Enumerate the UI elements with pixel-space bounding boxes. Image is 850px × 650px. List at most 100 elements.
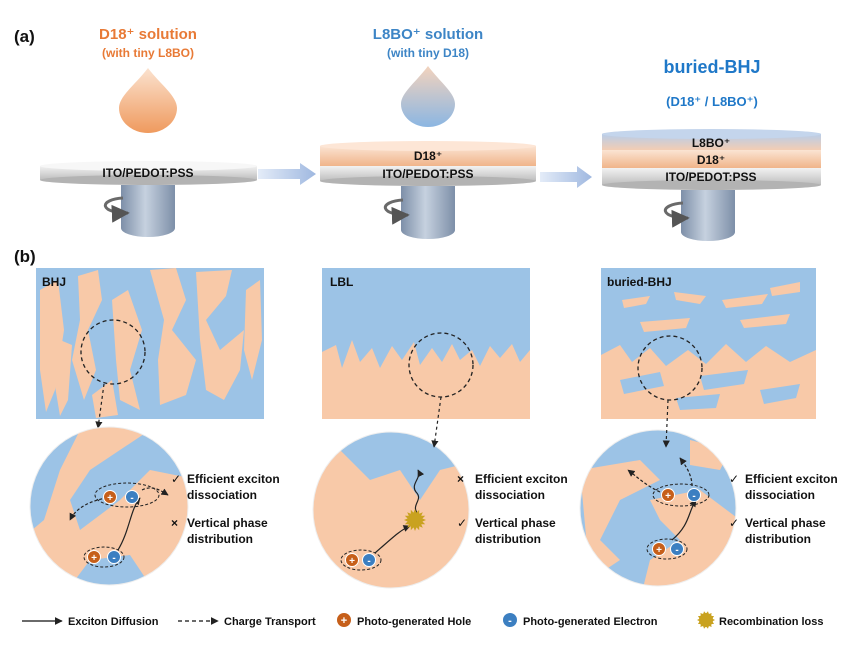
legend-charge: Charge Transport [224, 616, 316, 628]
svg-text:-: - [112, 553, 115, 564]
bhj-check1-mark: ✓ [171, 472, 181, 486]
buried-bhj-zoom-region [637, 335, 703, 401]
lbl-zoom-circle [313, 432, 469, 588]
step3-title: buried-BHJ [663, 57, 760, 77]
lbl-check2-text2: distribution [475, 532, 541, 546]
process-arrow-2-icon [540, 166, 592, 188]
lbl-zoom-arrow-icon [431, 396, 442, 448]
layer-d18-label: D18⁺ [414, 149, 442, 163]
bhj-check1-text: Efficient exciton [187, 472, 280, 486]
legend-exciton: Exciton Diffusion [68, 616, 159, 628]
electron-icon [503, 613, 517, 627]
hole-icon: + [87, 550, 101, 564]
lbl-check1-text2: dissociation [475, 488, 545, 502]
svg-text:-: - [675, 545, 678, 556]
legend-electron: Photo-generated Electron [523, 616, 658, 628]
svg-text:+: + [665, 491, 671, 502]
bhj-title: BHJ [42, 275, 66, 289]
step1-subtitle: (with tiny L8BO) [102, 46, 194, 60]
spin-chuck-1 [121, 185, 175, 237]
electron-icon: - [362, 553, 376, 567]
bhj-check2-text2: distribution [187, 532, 253, 546]
legend-recomb: Recombination loss [719, 616, 824, 628]
buried-bhj-zoom-circle [580, 430, 736, 586]
l8bo-droplet-icon [401, 66, 455, 127]
electron-icon: - [670, 542, 684, 556]
buried-bhj-zoom-arrow-icon [662, 399, 670, 448]
buried-bhj-title: buried-BHJ [607, 275, 672, 289]
svg-text:-: - [130, 493, 133, 504]
lbl-check1-mark: × [457, 472, 464, 486]
hole-icon [337, 613, 351, 627]
hole-icon: + [345, 553, 359, 567]
buried-bhj-zoom-outline [579, 429, 737, 587]
lbl-check2-mark: ✓ [457, 516, 467, 530]
buried-check1-text2: dissociation [745, 488, 815, 502]
carrier-markers: + - + - + - + - + - [87, 488, 701, 567]
buried-check2-mark: ✓ [729, 516, 739, 530]
recombination-loss-icon [404, 509, 426, 531]
buried-check2-text: Vertical phase [745, 516, 826, 530]
buried-bhj-morphology: buried-BHJ [601, 268, 816, 419]
lbl-check2-text: Vertical phase [475, 516, 556, 530]
process-arrow-1-icon [258, 163, 316, 185]
step2-title: L8BO⁺ solution [373, 26, 483, 43]
step3-subtitle: (D18⁺ / L8BO⁺) [666, 94, 758, 109]
svg-text:+: + [107, 493, 113, 504]
lbl-zoom-outline [312, 431, 470, 589]
spin-chuck-3 [681, 190, 735, 241]
svg-text:+: + [349, 556, 355, 567]
substrate-1-label: ITO/PEDOT:PSS [102, 166, 193, 180]
svg-text:-: - [367, 556, 370, 567]
lbl-title: LBL [330, 275, 353, 289]
svg-text:-: - [692, 491, 695, 502]
step2-subtitle: (with tiny D18) [387, 46, 469, 60]
lbl-check1-text: Efficient exciton [475, 472, 568, 486]
panel-b-label: (b) [14, 247, 36, 266]
svg-text:+: + [656, 545, 662, 556]
electron-symbol: - [508, 615, 512, 627]
buried-check1-text: Efficient exciton [745, 472, 838, 486]
substrate-2: D18⁺ ITO/PEDOT:PSS [320, 141, 536, 186]
buried-check2-text2: distribution [745, 532, 811, 546]
rotation-arrow-2-icon [383, 198, 410, 225]
hole-icon: + [103, 490, 117, 504]
layer-l8bo-label: L8BO⁺ [692, 136, 730, 150]
substrate-3: L8BO⁺ D18⁺ ITO/PEDOT:PSS [602, 129, 821, 190]
bhj-check2-mark: × [171, 516, 178, 530]
step1-title: D18⁺ solution [99, 26, 197, 43]
bhj-check1-text2: dissociation [187, 488, 257, 502]
d18-droplet-icon [119, 68, 177, 133]
lbl-properties: × Efficient exciton dissociation ✓ Verti… [457, 472, 568, 546]
legend-hole: Photo-generated Hole [357, 616, 471, 628]
bhj-morphology: BHJ [36, 268, 264, 419]
hole-symbol: + [341, 615, 347, 627]
bhj-zoom-circle [30, 427, 188, 585]
rotation-arrow-1-icon [103, 196, 130, 223]
bhj-check2-text: Vertical phase [187, 516, 268, 530]
electron-icon: - [687, 488, 701, 502]
lbl-morphology: LBL [322, 268, 530, 419]
layer-d18-label-3: D18⁺ [697, 153, 725, 167]
hole-icon: + [652, 542, 666, 556]
bhj-zoom-arrow-icon [95, 383, 105, 429]
electron-icon: - [125, 490, 139, 504]
bhj-properties: ✓ Efficient exciton dissociation × Verti… [171, 472, 280, 546]
buried-bhj-properties: ✓ Efficient exciton dissociation ✓ Verti… [729, 472, 838, 546]
spin-chuck-2 [401, 186, 455, 239]
buried-bhj-carriers [627, 457, 710, 560]
substrate-2-label: ITO/PEDOT:PSS [382, 167, 473, 181]
bhj-zoom-region [80, 319, 146, 385]
bhj-zoom-outline [29, 426, 189, 586]
rotation-arrow-3-icon [663, 201, 690, 228]
electron-icon: - [107, 550, 121, 564]
panel-a-label: (a) [14, 27, 35, 46]
buried-check1-mark: ✓ [729, 472, 739, 486]
legend: Exciton Diffusion Charge Transport + Pho… [22, 611, 824, 629]
substrate-3-label: ITO/PEDOT:PSS [665, 170, 756, 184]
substrate-1: ITO/PEDOT:PSS [40, 161, 257, 185]
svg-text:+: + [91, 553, 97, 564]
hole-icon: + [661, 488, 675, 502]
